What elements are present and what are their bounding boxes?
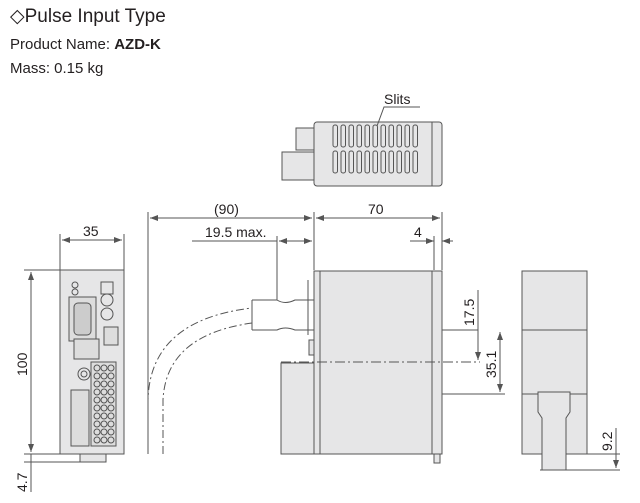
slits: [332, 124, 418, 174]
terminal-hole: [93, 436, 101, 444]
front-view: [59, 269, 125, 463]
page-title: ◇Pulse Input Type: [10, 5, 166, 28]
terminal-hole: [107, 420, 115, 428]
terminal-hole: [93, 420, 101, 428]
terminal-hole: [93, 372, 101, 380]
terminal-hole: [107, 428, 115, 436]
terminal-hole: [100, 396, 108, 404]
mass: Mass: 0.15 kg: [10, 60, 104, 77]
terminal-hole: [93, 380, 101, 388]
terminal-hole: [93, 388, 101, 396]
terminal-hole: [107, 380, 115, 388]
slit: [356, 124, 362, 148]
terminal-hole: [107, 364, 115, 372]
dim-4: 4: [414, 224, 422, 240]
terminal-hole: [100, 412, 108, 420]
slit: [348, 124, 354, 148]
slit: [412, 124, 418, 148]
terminal-hole: [100, 404, 108, 412]
terminal-hole: [100, 436, 108, 444]
dim-17-5: 17.5: [461, 299, 477, 326]
slit: [340, 150, 346, 174]
dim-70: 70: [368, 201, 384, 217]
slit: [404, 124, 410, 148]
top-view: Slits: [281, 91, 443, 187]
terminal-hole: [93, 428, 101, 436]
dim-100: 100: [14, 352, 30, 376]
slit: [404, 150, 410, 174]
product-name: Product Name: AZD-K: [10, 36, 161, 53]
dim-4-7: 4.7: [14, 472, 30, 492]
terminal-hole: [93, 396, 101, 404]
dim-19-5: 19.5 max.: [205, 224, 266, 240]
terminal-hole: [93, 412, 101, 420]
slit: [364, 150, 370, 174]
cable-connector: [251, 299, 314, 331]
terminal-hole: [100, 364, 108, 372]
terminal-hole: [100, 380, 108, 388]
dim-35: 35: [83, 223, 99, 239]
dim-90: (90): [214, 201, 239, 217]
right-view: [521, 270, 620, 471]
slit: [380, 124, 386, 148]
terminal-hole: [107, 388, 115, 396]
terminal-hole: [107, 436, 115, 444]
slit: [380, 150, 386, 174]
terminal-hole: [107, 372, 115, 380]
side-view: [280, 270, 505, 464]
slits-label: Slits: [384, 91, 410, 107]
dim-9-2: 9.2: [599, 431, 615, 451]
slit: [388, 150, 394, 174]
terminal-hole: [100, 388, 108, 396]
terminal-hole: [93, 404, 101, 412]
terminal-hole: [93, 364, 101, 372]
terminal-hole: [100, 428, 108, 436]
terminal-hole: [107, 396, 115, 404]
product-label: Product Name:: [10, 36, 115, 53]
slit: [396, 150, 402, 174]
title-text: Pulse Input Type: [24, 6, 166, 27]
slit: [412, 150, 418, 174]
terminal-hole: [100, 420, 108, 428]
slit: [332, 124, 338, 148]
slit: [332, 150, 338, 174]
cable: [147, 307, 253, 454]
slit: [396, 124, 402, 148]
slit: [388, 124, 394, 148]
slit: [372, 150, 378, 174]
slit: [340, 124, 346, 148]
slit: [348, 150, 354, 174]
terminal-hole: [100, 372, 108, 380]
diamond-icon: ◇: [10, 6, 25, 27]
terminal-hole: [107, 404, 115, 412]
dim-35-1: 35.1: [483, 351, 499, 378]
slit: [364, 124, 370, 148]
product-value: AZD-K: [114, 36, 161, 53]
slit: [356, 150, 362, 174]
slit: [372, 124, 378, 148]
dimensions: [24, 212, 619, 492]
terminal-hole: [107, 412, 115, 420]
